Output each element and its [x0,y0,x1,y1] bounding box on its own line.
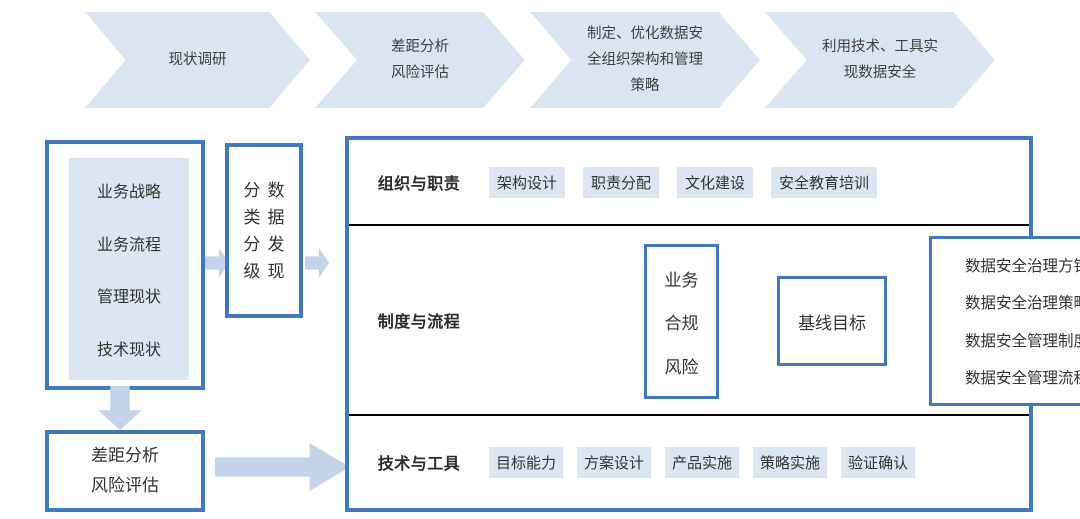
driver-item-1: 业务 [664,270,699,290]
row-organization-chips: 架构设计 职责分配 文化建设 安全教育培训 [489,166,878,198]
drivers-box[interactable]: 业务 合规 风险 [644,244,719,399]
chip-org-1[interactable]: 架构设计 [489,166,566,198]
row-organization: 组织与职责 架构设计 职责分配 文化建设 安全教育培训 [349,140,1029,226]
gap-analysis-box[interactable]: 差距分析 风险评估 [45,430,205,512]
phase-3-line-2: 全组织架构和管理 [587,52,703,68]
gap-analysis-line-1: 差距分析 [91,446,159,465]
driver-item-3: 风险 [664,357,699,377]
arrow-down-icon [98,386,142,430]
data-classification-box[interactable]: 数 据 发 现 分 类 分 级 [225,143,303,318]
arrow-right-icon-2 [305,248,329,278]
vcol-l-char-4: 级 [243,261,261,281]
row-process-graphic: 业务 合规 风险 基线目标 数据安全治理方针 数据安全治理策略 数据安全管理制度… [489,226,1080,414]
chip-tech-4[interactable]: 策略实施 [753,446,828,478]
phase-4-line-2: 现数据安全 [843,65,917,81]
gap-analysis-line-2: 风险评估 [91,476,159,495]
vcol-r-char-1: 数 [267,180,285,200]
baseline-target-box[interactable]: 基线目标 [777,276,887,366]
chip-tech-5[interactable]: 验证确认 [841,446,916,478]
current-status-list: 业务战略 业务流程 管理现状 技术现状 [69,158,189,380]
phase-chevron-4[interactable]: 利用技术、工具实 现数据安全 [765,12,995,108]
vertical-column-data-discovery: 数 据 发 现 [268,177,285,285]
phase-3-line-1: 制定、优化数据安 [587,26,703,42]
policy-item-3: 数据安全管理制度 [964,332,1080,350]
driver-item-2: 合规 [664,314,699,333]
vertical-column-classification-grading: 分 类 分 级 [244,177,261,285]
phase-4-line-1: 利用技术、工具实 [822,39,938,55]
phase-chevron-2-text: 差距分析 风险评估 [385,34,455,86]
vcol-l-char-2: 类 [243,207,261,227]
policy-item-1: 数据安全治理方针 [964,258,1080,276]
current-status-item-1: 业务战略 [96,184,161,202]
phase-chevron-4-text: 利用技术、工具实 现数据安全 [816,34,944,86]
current-status-item-4: 技术现状 [96,341,161,359]
current-status-item-2: 业务流程 [96,236,161,254]
policy-item-2: 数据安全治理策略 [964,295,1080,313]
chip-tech-3[interactable]: 产品实施 [665,446,740,478]
chip-org-4[interactable]: 安全教育培训 [771,166,878,198]
current-status-item-3: 管理现状 [96,289,161,307]
arrow-right-icon-large [215,443,350,491]
chip-tech-2[interactable]: 方案设计 [577,446,652,478]
phase-chevron-2[interactable]: 差距分析 风险评估 [315,12,525,108]
chip-org-3[interactable]: 文化建设 [677,166,754,198]
chip-org-2[interactable]: 职责分配 [583,166,660,198]
phase-chevron-1-text: 现状调研 [163,47,233,73]
phase-chevron-3[interactable]: 制定、优化数据安 全组织架构和管理 策略 [530,12,760,108]
policy-item-4: 数据安全管理流程 [964,369,1080,387]
row-process: 制度与流程 业务 合规 风险 基线目标 数据安全治理方针 数据安全治理策略 数据… [349,226,1080,416]
phase-chevron-1[interactable]: 现状调研 [85,12,310,108]
phase-chevron-3-text: 制定、优化数据安 全组织架构和管理 策略 [581,21,709,99]
vcol-l-char-1: 分 [243,180,261,200]
phase-2-line-1: 差距分析 [391,39,449,55]
phase-1-line-1: 现状调研 [168,52,227,68]
vcol-r-char-2: 据 [267,207,285,227]
row-technology-chips: 目标能力 方案设计 产品实施 策略实施 验证确认 [489,446,916,478]
row-process-label: 制度与流程 [377,314,461,331]
phase-chevron-band: 现状调研 差距分析 风险评估 制定、优化数据安 全组织架构和管理 策略 利用技术… [0,0,1080,120]
row-organization-label: 组织与职责 [377,176,461,193]
vcol-l-char-3: 分 [243,234,261,254]
vcol-r-char-3: 发 [267,234,285,254]
vertical-text-columns: 数 据 发 现 分 类 分 级 [244,177,285,285]
current-status-box[interactable]: 业务战略 业务流程 管理现状 技术现状 [45,140,205,390]
phase-3-line-3: 策略 [630,78,660,94]
row-technology: 技术与工具 目标能力 方案设计 产品实施 策略实施 验证确认 [349,416,1029,508]
row-technology-label: 技术与工具 [377,456,461,473]
vcol-r-char-4: 现 [267,261,285,281]
policies-box[interactable]: 数据安全治理方针 数据安全治理策略 数据安全管理制度 数据安全管理流程 [929,236,1080,406]
phase-2-line-2: 风险评估 [391,65,449,81]
governance-main-panel: 组织与职责 架构设计 职责分配 文化建设 安全教育培训 制度与流程 业务 合规 … [345,136,1080,512]
chip-tech-1[interactable]: 目标能力 [489,446,564,478]
